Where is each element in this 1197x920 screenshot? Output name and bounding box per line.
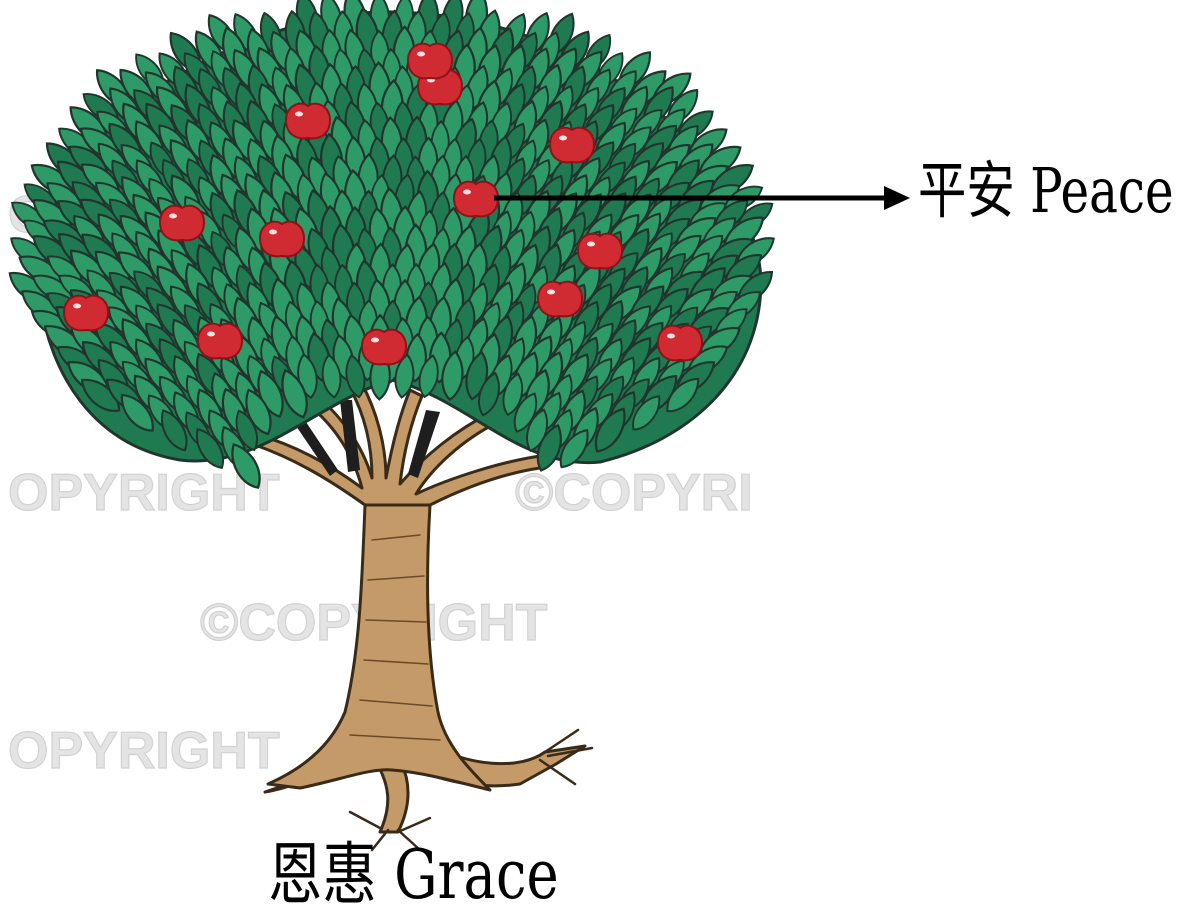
trunk [266, 503, 492, 792]
leaf [594, 407, 626, 453]
apple-icon [548, 126, 596, 164]
leaf [235, 409, 259, 452]
leaf [666, 377, 700, 413]
apple-icon [62, 294, 110, 332]
apple-icon [196, 322, 244, 360]
apples-layer [62, 42, 704, 366]
leaf [321, 353, 342, 399]
watermark-6: OPYRIGHT [8, 722, 280, 780]
apple-icon-annotated [452, 180, 500, 218]
watermark-4: ©COPYRI [515, 464, 753, 522]
apple-icon [576, 232, 624, 270]
leaf [195, 427, 225, 469]
tree-trunk [238, 382, 594, 852]
bark-lines [349, 534, 441, 741]
apple-icon [536, 280, 584, 318]
branch-shadows [292, 400, 440, 478]
apple-icon [656, 324, 704, 362]
apple-icon [360, 328, 408, 366]
leaf [513, 392, 538, 433]
apple-icon [258, 220, 306, 258]
leaf [441, 350, 464, 402]
leaf [161, 409, 188, 452]
apple-icon [406, 42, 454, 80]
leaf [559, 428, 589, 469]
leaf [478, 371, 500, 417]
leaf [418, 354, 439, 399]
peace-label: 平安 Peace [918, 154, 1174, 227]
right-arrow-icon [494, 186, 910, 210]
leaf [257, 369, 284, 418]
apple-icon [158, 204, 206, 242]
leaf [80, 378, 121, 412]
watermark-3: OPYRIGHT [8, 464, 280, 522]
leaf [536, 423, 562, 472]
grace-label: 恩惠 Grace [268, 836, 559, 915]
root-fibers [348, 728, 594, 852]
leaf [345, 353, 366, 399]
leaf [281, 368, 308, 419]
leaf [632, 395, 661, 431]
leaf [394, 353, 415, 399]
branches [238, 382, 542, 507]
leaf [120, 393, 154, 432]
apple-icon [284, 102, 332, 140]
leaf [231, 443, 261, 489]
leaf [245, 388, 272, 436]
arrow-head [884, 186, 910, 210]
leaf [502, 372, 524, 416]
tree-canopy [8, 0, 775, 489]
